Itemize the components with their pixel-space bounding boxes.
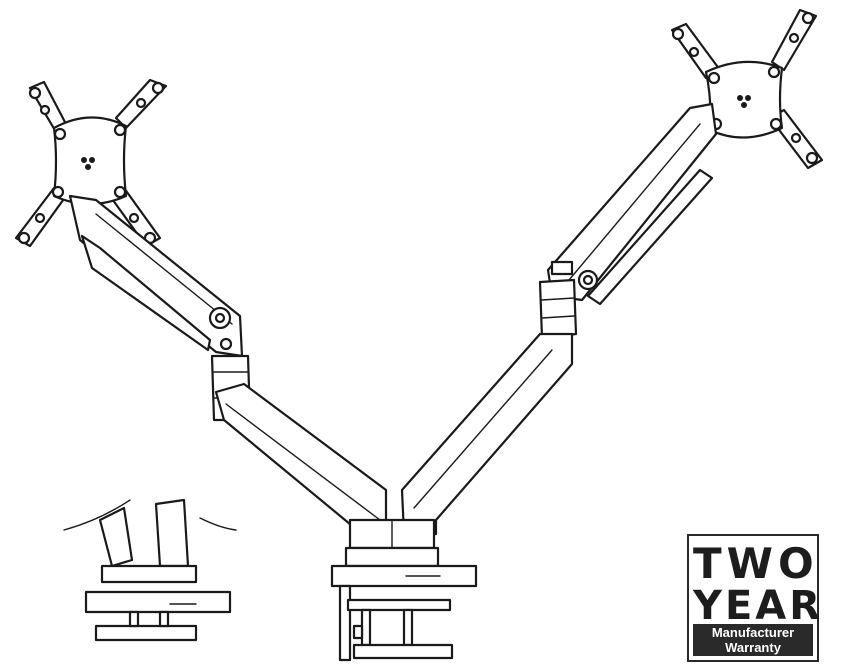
badge-line-manufacturer: Manufacturer [711,625,795,640]
badge-line-warranty: Warranty [725,640,781,655]
badge-line-two: TWO [693,539,819,588]
right-elbow-joint [538,278,578,340]
badge-line-year: YEAR [693,583,824,629]
left-vesa-plate [14,78,168,248]
desk-clamp-base [330,564,478,662]
badge-headline: TWO YEAR [693,539,824,629]
left-lower-arm [214,382,388,536]
left-upper-arm [68,194,244,358]
center-pole [344,518,440,568]
clamp-detail-inset [63,498,237,642]
two-year-warranty-badge: TWO YEAR Manufacturer Warranty [687,534,824,662]
right-upper-arm [546,102,718,306]
left-vesa-arm-top-right [114,78,168,130]
left-vesa-arm-top-left [28,80,68,134]
right-vesa-plate [670,8,824,170]
badge-caption: Manufacturer Warranty [693,624,813,656]
right-lower-arm [400,332,574,536]
right-vesa-arm-top-right [770,8,818,72]
